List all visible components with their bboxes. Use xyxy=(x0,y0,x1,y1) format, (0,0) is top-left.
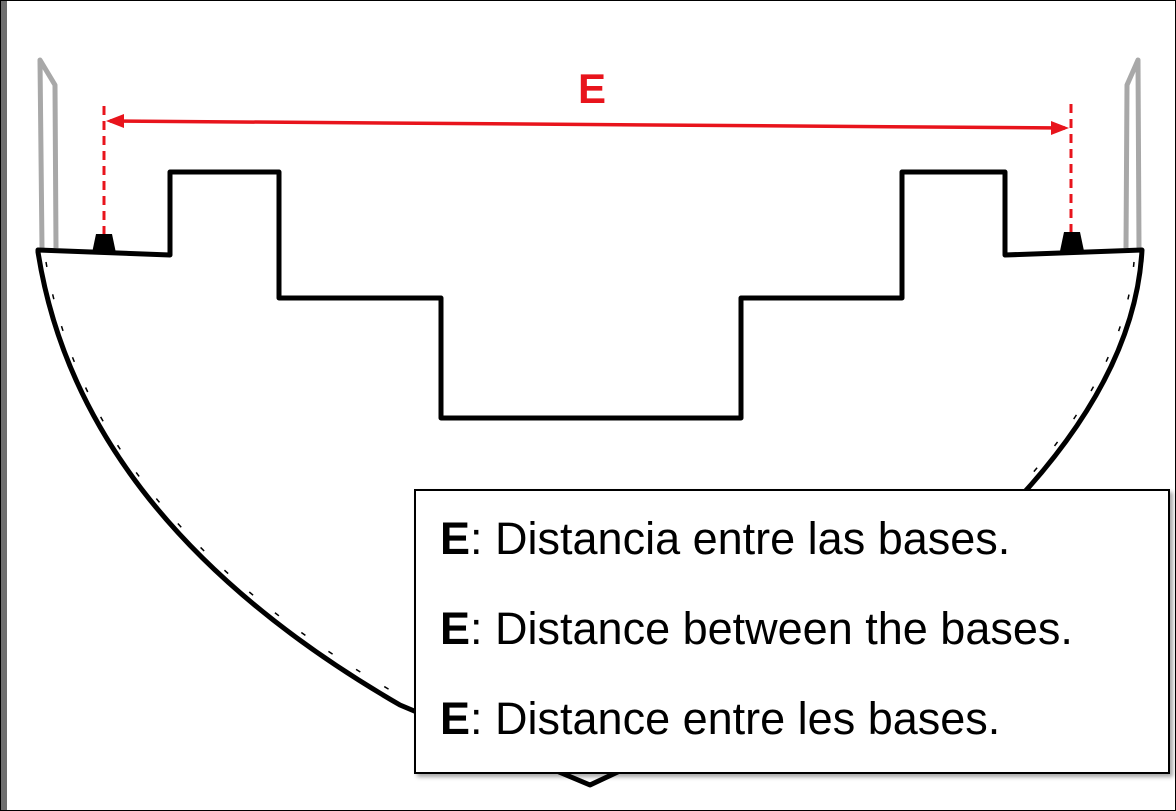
right-rail xyxy=(1123,57,1142,249)
dimension-label: E xyxy=(578,65,606,112)
right-base-mount xyxy=(1060,232,1084,251)
left-rail xyxy=(37,57,59,249)
legend-key: E xyxy=(440,513,471,564)
legend-key: E xyxy=(440,603,471,654)
left-edge-strip xyxy=(0,0,7,811)
legend-item-french: E: Distance entre les bases. xyxy=(440,689,1168,779)
dimension-arrowhead-left xyxy=(106,114,124,128)
left-hull-seam xyxy=(45,261,405,699)
legend-item-spanish: E: Distancia entre las bases. xyxy=(440,509,1168,599)
legend-box: E: Distancia entre las bases. E: Distanc… xyxy=(414,489,1170,774)
legend-key: E xyxy=(440,693,471,744)
dimension-arrowhead-right xyxy=(1051,121,1069,135)
legend-text: : Distance entre les bases. xyxy=(470,693,1001,744)
legend-text: : Distancia entre las bases. xyxy=(470,513,1011,564)
legend-item-english: E: Distance between the bases. xyxy=(440,599,1168,689)
dimension-arrow-line xyxy=(109,119,1066,130)
left-base-mount xyxy=(92,234,116,253)
legend-text: : Distance between the bases. xyxy=(470,603,1073,654)
